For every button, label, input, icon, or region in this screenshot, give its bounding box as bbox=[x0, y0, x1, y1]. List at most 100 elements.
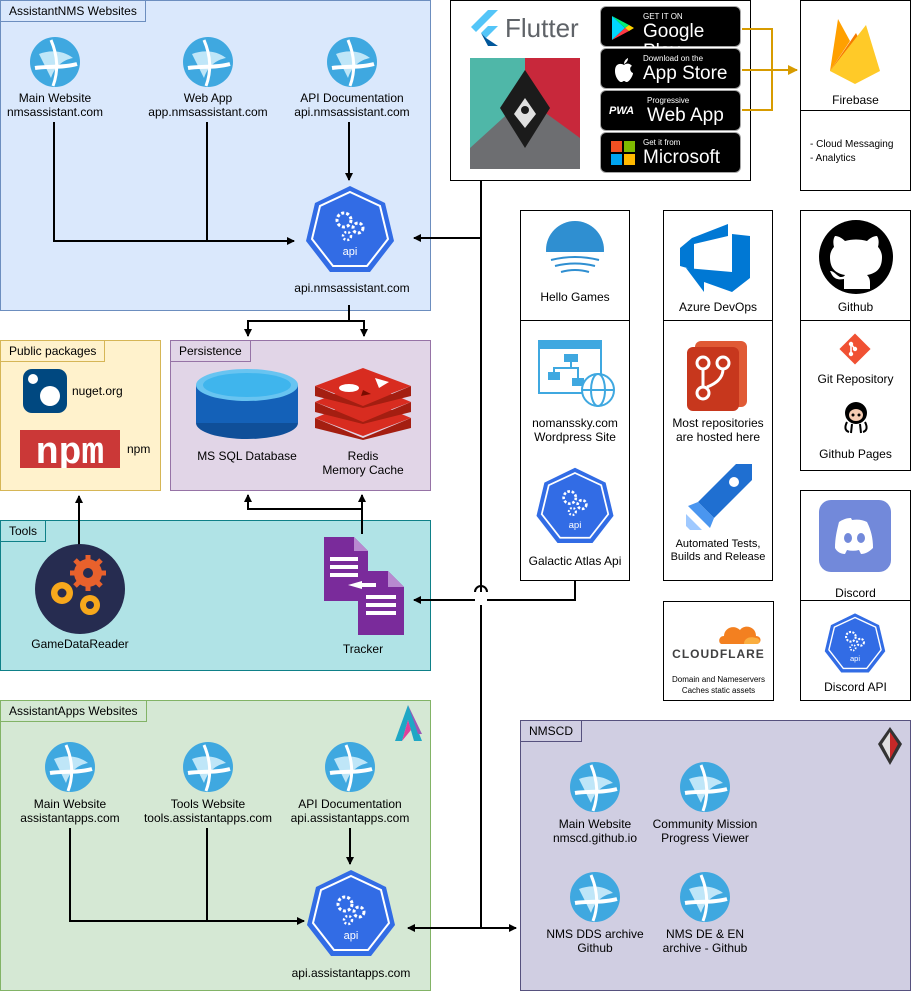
flutter-icon bbox=[471, 10, 498, 46]
aa-tools-website-url[interactable]: tools.assistantapps.com bbox=[143, 811, 273, 825]
nuget-icon bbox=[23, 369, 67, 413]
svg-text:api: api bbox=[343, 246, 358, 258]
wordpress-site-label: nomanssky.com Wordpress Site bbox=[532, 416, 618, 444]
firebase-title: Firebase bbox=[832, 93, 879, 107]
pwa-small: Progressive bbox=[647, 96, 690, 105]
api-nms-icon: api bbox=[306, 186, 394, 272]
microsoft-badge[interactable]: Get it from Microsoft bbox=[600, 132, 741, 173]
azure-pipelines-label: Automated Tests, Builds and Release bbox=[670, 538, 766, 563]
github-pages-icon bbox=[844, 402, 868, 434]
cloudflare-icon bbox=[719, 626, 761, 644]
microsoft-small: Get it from bbox=[643, 138, 681, 147]
svg-text:api: api bbox=[344, 930, 359, 942]
assistantnms-group-title: AssistantNMS Websites bbox=[1, 1, 146, 22]
discord-api-label[interactable]: Discord API bbox=[824, 680, 887, 694]
microsoft-big: Microsoft bbox=[643, 147, 721, 168]
npm-logo: npm bbox=[20, 430, 120, 468]
aa-api-docs-url[interactable]: api.assistantapps.com bbox=[290, 811, 410, 825]
api-aa-label[interactable]: api.assistantapps.com bbox=[291, 966, 411, 980]
aa-tools-website-name: Tools Website bbox=[170, 797, 246, 811]
public-packages-group-title: Public packages bbox=[1, 341, 106, 362]
api-docs-name: API Documentation bbox=[300, 91, 404, 105]
cloudflare-box bbox=[663, 601, 774, 701]
main-website-icon bbox=[30, 37, 80, 87]
nmscd-main-website-icon bbox=[570, 762, 620, 812]
svg-text:api: api bbox=[569, 520, 582, 531]
nuget-label: nuget.org bbox=[72, 384, 123, 398]
hellogames-icon bbox=[546, 221, 604, 280]
app-store-big: App Store bbox=[643, 63, 728, 84]
microsoft-icon bbox=[611, 141, 635, 165]
npm-label: npm bbox=[127, 442, 151, 456]
api-docs-url[interactable]: api.nmsassistant.com bbox=[294, 105, 410, 119]
web-app-url[interactable]: app.nmsassistant.com bbox=[148, 105, 268, 119]
firebase-features-box bbox=[800, 110, 911, 191]
azure-pipelines-icon bbox=[686, 464, 752, 530]
web-app-name: Web App bbox=[183, 91, 233, 105]
aa-main-website-url[interactable]: assistantapps.com bbox=[20, 811, 120, 825]
assistantapps-logo bbox=[395, 705, 422, 741]
azure-services-box bbox=[663, 320, 773, 581]
api-nms-label[interactable]: api.nmsassistant.com bbox=[294, 281, 410, 295]
apple-icon bbox=[615, 58, 633, 82]
assistantapps-group-title: AssistantApps Websites bbox=[1, 701, 147, 722]
tracker-label: Tracker bbox=[342, 642, 384, 656]
azure-repos-icon bbox=[687, 341, 747, 411]
google-play-icon bbox=[612, 16, 634, 40]
git-icon bbox=[839, 333, 871, 365]
app-store-badge[interactable]: Download on the App Store bbox=[600, 48, 741, 89]
pwa-mark: PWA bbox=[609, 105, 635, 117]
nmscd-main-website-url[interactable]: nmscd.github.io bbox=[552, 831, 638, 845]
cloudflare-caption: Domain and Nameservers Caches static ass… bbox=[672, 675, 765, 695]
nmscd-group-title: NMSCD bbox=[521, 721, 582, 742]
dds-archive-sub: Github bbox=[577, 941, 613, 955]
web-app-icon bbox=[183, 37, 233, 87]
google-play-badge[interactable]: GET IT ON Google Play bbox=[600, 6, 741, 62]
aa-tools-website-icon bbox=[183, 742, 233, 792]
cmpv-icon bbox=[680, 762, 730, 812]
discord-title: Discord bbox=[835, 586, 876, 600]
aa-api-docs-icon bbox=[325, 742, 375, 792]
api-docs-icon bbox=[327, 37, 377, 87]
svg-text:api: api bbox=[850, 654, 860, 663]
discord-icon bbox=[819, 500, 891, 572]
redis-label: Redis Memory Cache bbox=[322, 449, 404, 477]
firebase-icon bbox=[830, 19, 880, 84]
dds-archive-icon bbox=[570, 872, 620, 922]
discord-api-box bbox=[800, 600, 911, 701]
api-aa-icon: api bbox=[307, 870, 395, 956]
main-website-name: Main Website bbox=[18, 91, 92, 105]
azure-devops-icon bbox=[680, 224, 750, 292]
git-repository-label: Git Repository bbox=[817, 372, 894, 386]
persistence-group-title: Persistence bbox=[171, 341, 251, 362]
deen-archive-icon bbox=[680, 872, 730, 922]
main-website-url[interactable]: nmsassistant.com bbox=[6, 105, 104, 119]
aa-main-website-name: Main Website bbox=[33, 797, 107, 811]
deen-archive-sub: archive - Github bbox=[662, 941, 748, 955]
hellogames-services-box bbox=[520, 320, 630, 581]
pwa-badge[interactable]: PWA Progressive Web App bbox=[600, 90, 741, 131]
github-pages-label: Github Pages bbox=[819, 447, 892, 461]
galactic-atlas-api-label[interactable]: Galactic Atlas Api bbox=[528, 554, 622, 568]
tools-group-title: Tools bbox=[1, 521, 47, 542]
cloudflare-logo-text: CLOUDFLARE bbox=[672, 647, 765, 661]
aa-api-docs-name: API Documentation bbox=[298, 797, 402, 811]
aa-main-website-icon bbox=[45, 742, 95, 792]
github-icon bbox=[819, 220, 893, 294]
mssql-icon bbox=[196, 369, 298, 439]
svg-text:npm: npm bbox=[36, 432, 104, 468]
hellogames-title: Hello Games bbox=[540, 290, 610, 304]
azure-repos-label: Most repositories are hosted here bbox=[672, 416, 764, 444]
github-services-box bbox=[800, 320, 911, 471]
nms-game-logo bbox=[470, 58, 580, 169]
flutter-label: Flutter bbox=[505, 13, 579, 43]
wordpress-site-icon bbox=[538, 340, 615, 407]
app-store-small: Download on the bbox=[643, 54, 704, 63]
tracker-icon bbox=[324, 537, 404, 635]
cmpv-sub: Progress Viewer bbox=[661, 831, 749, 845]
public-packages-group: Public packages bbox=[0, 340, 161, 491]
redis-icon bbox=[315, 368, 411, 440]
deen-archive-name: NMS DE & EN bbox=[665, 927, 744, 941]
cmpv-name: Community Mission bbox=[652, 817, 758, 831]
azure-devops-title: Azure DevOps bbox=[678, 300, 758, 314]
